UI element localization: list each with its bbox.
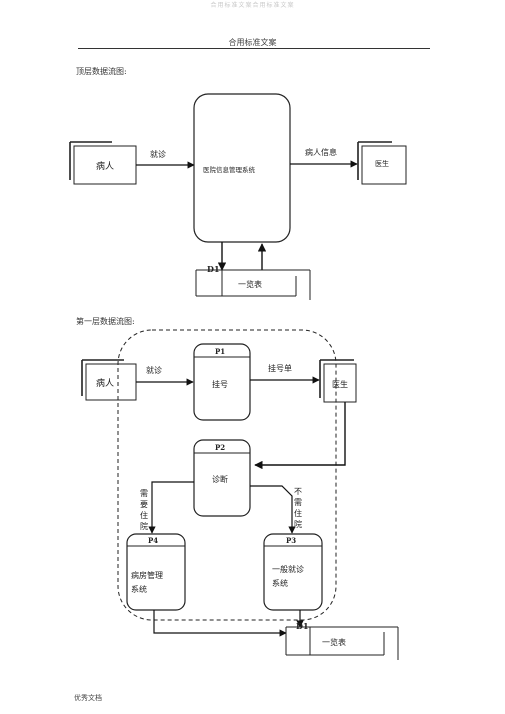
patient-entity-l1: 病人 — [81, 359, 137, 401]
patient-label-l1: 病人 — [96, 377, 114, 389]
page-header: 合用标准文案 — [228, 38, 277, 47]
store-d1-label: 一览表 — [238, 279, 262, 289]
first-level-title: 第一层数据流图: — [76, 317, 135, 326]
patient-label: 病人 — [96, 160, 114, 172]
ticket-flow-label: 挂号单 — [268, 363, 292, 373]
process-p2: P2 诊断 — [193, 439, 251, 517]
no-hospitalization-label: 不 需 住 院 — [294, 487, 302, 529]
p1-name: 挂号 — [212, 379, 228, 389]
doctor-label: 医生 — [375, 159, 389, 168]
svg-text:院: 院 — [294, 519, 302, 529]
doctor-to-p2-flow — [254, 402, 346, 470]
p2-id: P2 — [215, 443, 225, 452]
top-level-diagram: 病人 就诊 医院信息管理系统 病人信息 医生 — [69, 93, 407, 300]
needs-hospitalization-label: 需 要 住 院 — [140, 489, 148, 531]
visit-flow-label-l1: 就诊 — [146, 365, 162, 375]
p4-to-store-flow — [153, 610, 287, 637]
p3-line2: 系统 — [272, 578, 288, 588]
svg-text:不: 不 — [294, 487, 302, 496]
patient-entity: 病人 — [69, 141, 137, 185]
svg-text:需: 需 — [294, 498, 302, 507]
process-p3: P3 一般就诊 系统 — [263, 533, 323, 611]
top-faded-text: 合用标准文案合用标准文案 — [210, 2, 295, 9]
doctor-entity: 医生 — [357, 141, 407, 185]
svg-text:要: 要 — [140, 500, 148, 509]
p3-id: P3 — [286, 536, 296, 545]
p4-id: P4 — [148, 536, 158, 545]
p3-line1: 一般就诊 — [272, 564, 304, 574]
svg-text:住: 住 — [140, 510, 148, 520]
p1-id: P1 — [215, 347, 225, 356]
system-label: 医院信息管理系统 — [203, 165, 256, 174]
system-boundary — [117, 329, 337, 621]
doctor-entity-l1: 医生 — [319, 359, 357, 403]
first-level-diagram: 病人 就诊 P1 挂号 挂号单 医生 P2 诊断 — [81, 329, 399, 660]
top-level-title: 顶层数据流图: — [76, 67, 127, 76]
store-d1-first: D1 一览表 — [285, 621, 399, 660]
system-process: 医院信息管理系统 — [193, 93, 291, 243]
p2-name: 诊断 — [212, 474, 228, 484]
store-d1-id-l1: D1 — [296, 621, 309, 631]
p2-to-p4-flow — [148, 481, 194, 534]
visit-flow-label: 就诊 — [150, 149, 166, 159]
process-p1: P1 挂号 — [193, 343, 251, 421]
svg-text:院: 院 — [140, 521, 148, 531]
p4-line2: 系统 — [131, 584, 147, 594]
p4-line1: 病房管理 — [131, 570, 163, 580]
store-d1-label-l1: 一览表 — [322, 637, 346, 647]
process-p4: P4 病房管理 系统 — [126, 533, 186, 611]
doctor-label-l1: 医生 — [332, 379, 348, 389]
header-rule — [78, 48, 430, 49]
svg-text:住: 住 — [294, 508, 302, 518]
store-d1-top: D1 一览表 — [195, 264, 311, 300]
patient-info-flow: 病人信息 — [290, 147, 358, 168]
page-footer: 优秀文档 — [74, 694, 102, 702]
p2-to-p3-flow — [250, 485, 296, 534]
store-d1-id: D1 — [207, 264, 220, 274]
patient-info-label: 病人信息 — [305, 147, 337, 157]
visit-flow: 就诊 — [136, 149, 195, 169]
svg-text:需: 需 — [140, 489, 148, 498]
